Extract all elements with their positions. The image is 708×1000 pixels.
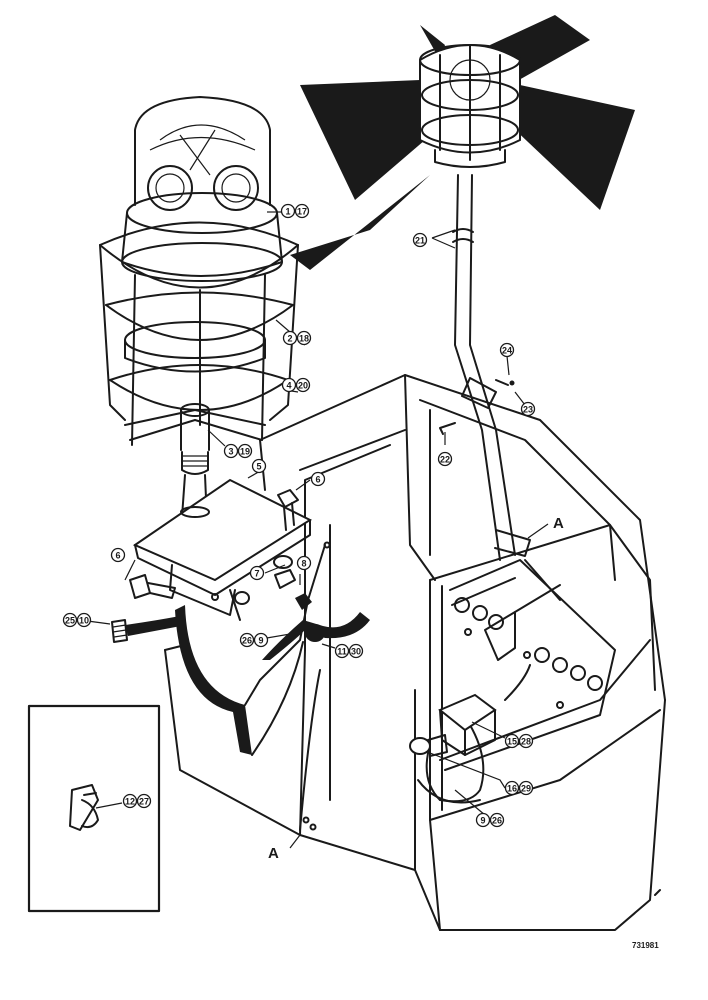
leader-lines xyxy=(79,211,549,849)
callout-circle xyxy=(504,733,520,749)
callout-number: 15 xyxy=(507,737,517,747)
callout-23: 23 xyxy=(520,401,536,417)
callout-circle xyxy=(518,733,534,749)
callout-circle xyxy=(239,632,255,648)
callout-number: 21 xyxy=(415,236,425,246)
callout-number: 6 xyxy=(315,475,320,485)
callout-number: 10 xyxy=(79,616,89,626)
callout-number: 5 xyxy=(256,462,261,472)
callout-11-30: 11 30 xyxy=(334,643,364,659)
callout-3-19: 3 19 xyxy=(223,443,253,459)
callout-circle xyxy=(237,443,253,459)
callout-1-17: 1 17 xyxy=(280,203,310,219)
callout-7: 7 xyxy=(249,565,265,581)
callout-number: 22 xyxy=(440,455,450,465)
callout-number: 12 xyxy=(125,797,135,807)
callout-circle xyxy=(475,812,491,828)
section-letter-a-upper: A xyxy=(553,515,564,532)
callout-4-20: 4 20 xyxy=(281,377,311,393)
inset-detail xyxy=(27,704,161,913)
callout-circle xyxy=(122,793,138,809)
callout-9-26: 9 26 xyxy=(475,812,505,828)
callout-circle xyxy=(295,377,311,393)
callout-number: 20 xyxy=(298,381,308,391)
callout-6: 6 xyxy=(110,547,126,563)
drawing-number: 731981 xyxy=(632,941,659,950)
callout-circle xyxy=(110,547,126,563)
callout-circle xyxy=(253,632,269,648)
callout-6: 6 xyxy=(310,471,326,487)
callout-5: 5 xyxy=(251,458,267,474)
callout-number: 26 xyxy=(242,636,252,646)
callout-number: 19 xyxy=(240,447,250,457)
callout-circle xyxy=(223,443,239,459)
light-mast xyxy=(452,174,561,661)
callout-number: 3 xyxy=(228,447,233,457)
callout-number: 7 xyxy=(254,569,259,579)
callout-circle xyxy=(296,330,312,346)
callout-number: 16 xyxy=(507,784,517,794)
callout-circle xyxy=(251,458,267,474)
callout-number: 17 xyxy=(297,207,307,217)
callout-26-9: 26 9 xyxy=(239,632,269,648)
callout-number: 30 xyxy=(351,647,361,657)
cab-body xyxy=(164,374,666,931)
callout-circle xyxy=(280,203,296,219)
callout-circle xyxy=(249,565,265,581)
callout-number: 9 xyxy=(480,816,485,826)
callout-number: 23 xyxy=(523,405,533,415)
callout-circle xyxy=(62,612,78,628)
callout-circle xyxy=(499,342,515,358)
callout-21: 21 xyxy=(412,232,428,248)
callout-number: 9 xyxy=(258,636,263,646)
callout-circle xyxy=(136,793,152,809)
callout-circle xyxy=(296,555,312,571)
callout-circle xyxy=(504,780,520,796)
callout-number: 8 xyxy=(301,559,306,569)
rotating-beacon-large xyxy=(99,96,299,546)
callout-number: 27 xyxy=(139,797,149,807)
callout-number: 26 xyxy=(492,816,502,826)
callout-8: 8 xyxy=(296,555,312,571)
section-letter-a-lower: A xyxy=(268,845,279,862)
callout-12-27: 12 27 xyxy=(122,793,152,809)
callout-24: 24 xyxy=(499,342,515,358)
wiring-harness xyxy=(125,541,531,831)
callout-number: 24 xyxy=(502,346,512,356)
callout-number: 11 xyxy=(337,647,347,657)
callout-circle xyxy=(310,471,326,487)
callout-circle xyxy=(520,401,536,417)
callout-25-10: 25 10 xyxy=(62,612,92,628)
callout-number: 29 xyxy=(521,784,531,794)
callout-2-18: 2 18 xyxy=(282,330,312,346)
callout-22: 22 xyxy=(437,451,453,467)
callout-circle xyxy=(281,377,297,393)
callout-number: 25 xyxy=(65,616,75,626)
work-light-small xyxy=(290,15,635,270)
callout-number: 18 xyxy=(299,334,309,344)
callout-circle xyxy=(518,780,534,796)
callout-number: 6 xyxy=(115,551,120,561)
callout-circle xyxy=(76,612,92,628)
callout-number: 1 xyxy=(285,207,290,217)
callout-circle xyxy=(412,232,428,248)
callout-number: 2 xyxy=(287,334,292,344)
callout-circle xyxy=(294,203,310,219)
callout-circle xyxy=(489,812,505,828)
callout-number: 4 xyxy=(286,381,291,391)
callout-circle xyxy=(348,643,364,659)
mounting-bracket xyxy=(132,478,313,621)
fasteners xyxy=(111,379,515,643)
callout-number: 28 xyxy=(521,737,531,747)
callout-circle xyxy=(437,451,453,467)
callout-circle xyxy=(334,643,350,659)
callout-circle xyxy=(282,330,298,346)
